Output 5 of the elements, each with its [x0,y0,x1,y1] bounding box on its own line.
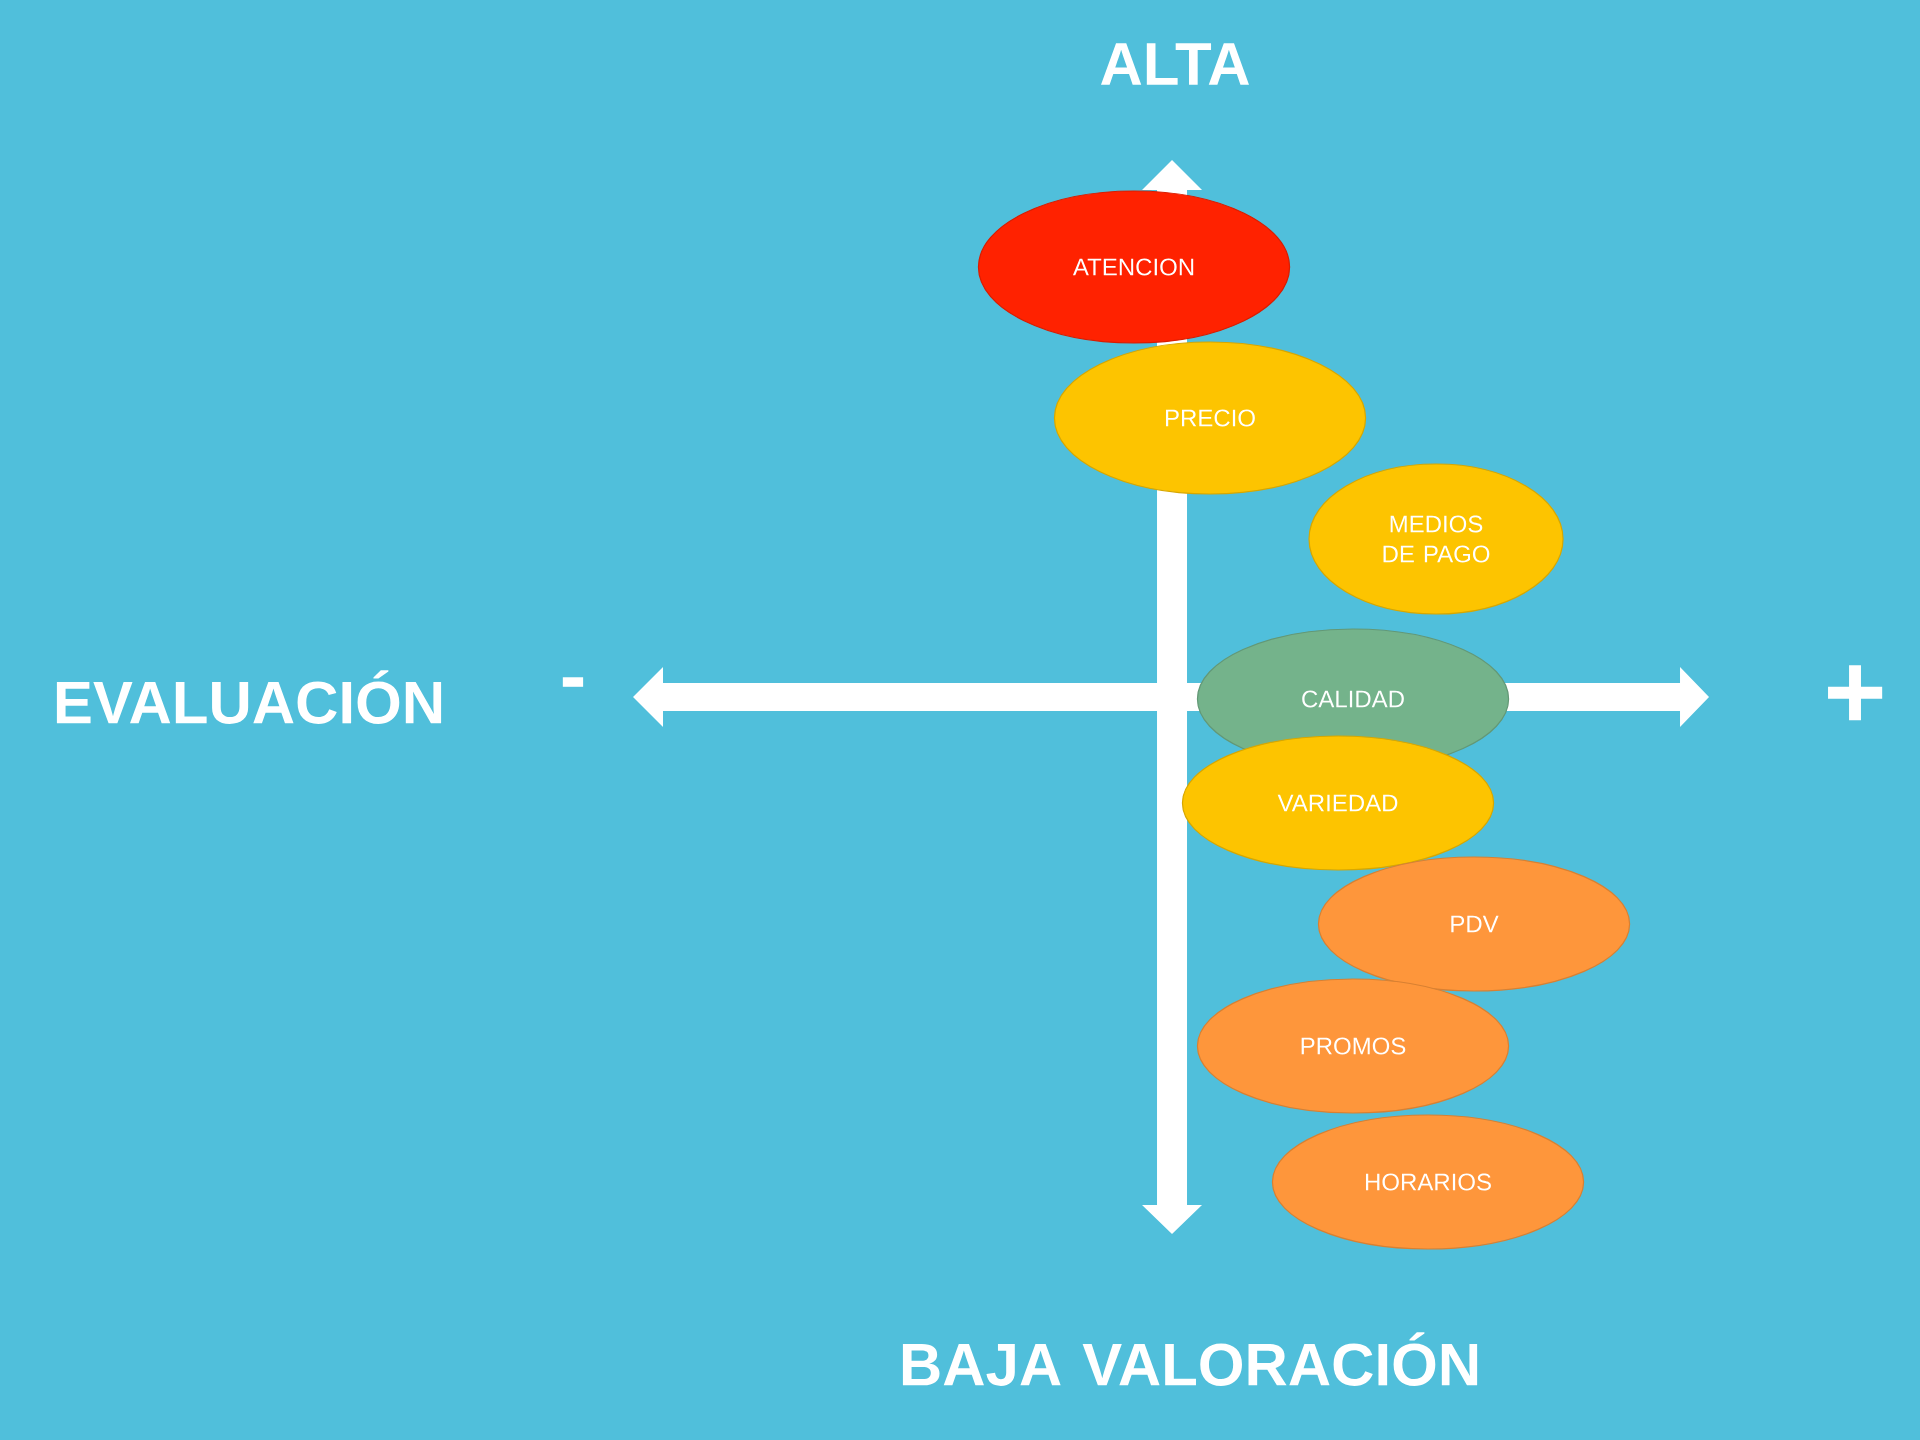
axis-title: + [1828,665,1883,721]
axis-title: BAJA VALORACIÓN [902,1332,1478,1386]
axis-title: ALTA [1101,43,1249,85]
axis-title: EVALUACIÓN [56,670,442,724]
axis-title: - [562,677,584,687]
